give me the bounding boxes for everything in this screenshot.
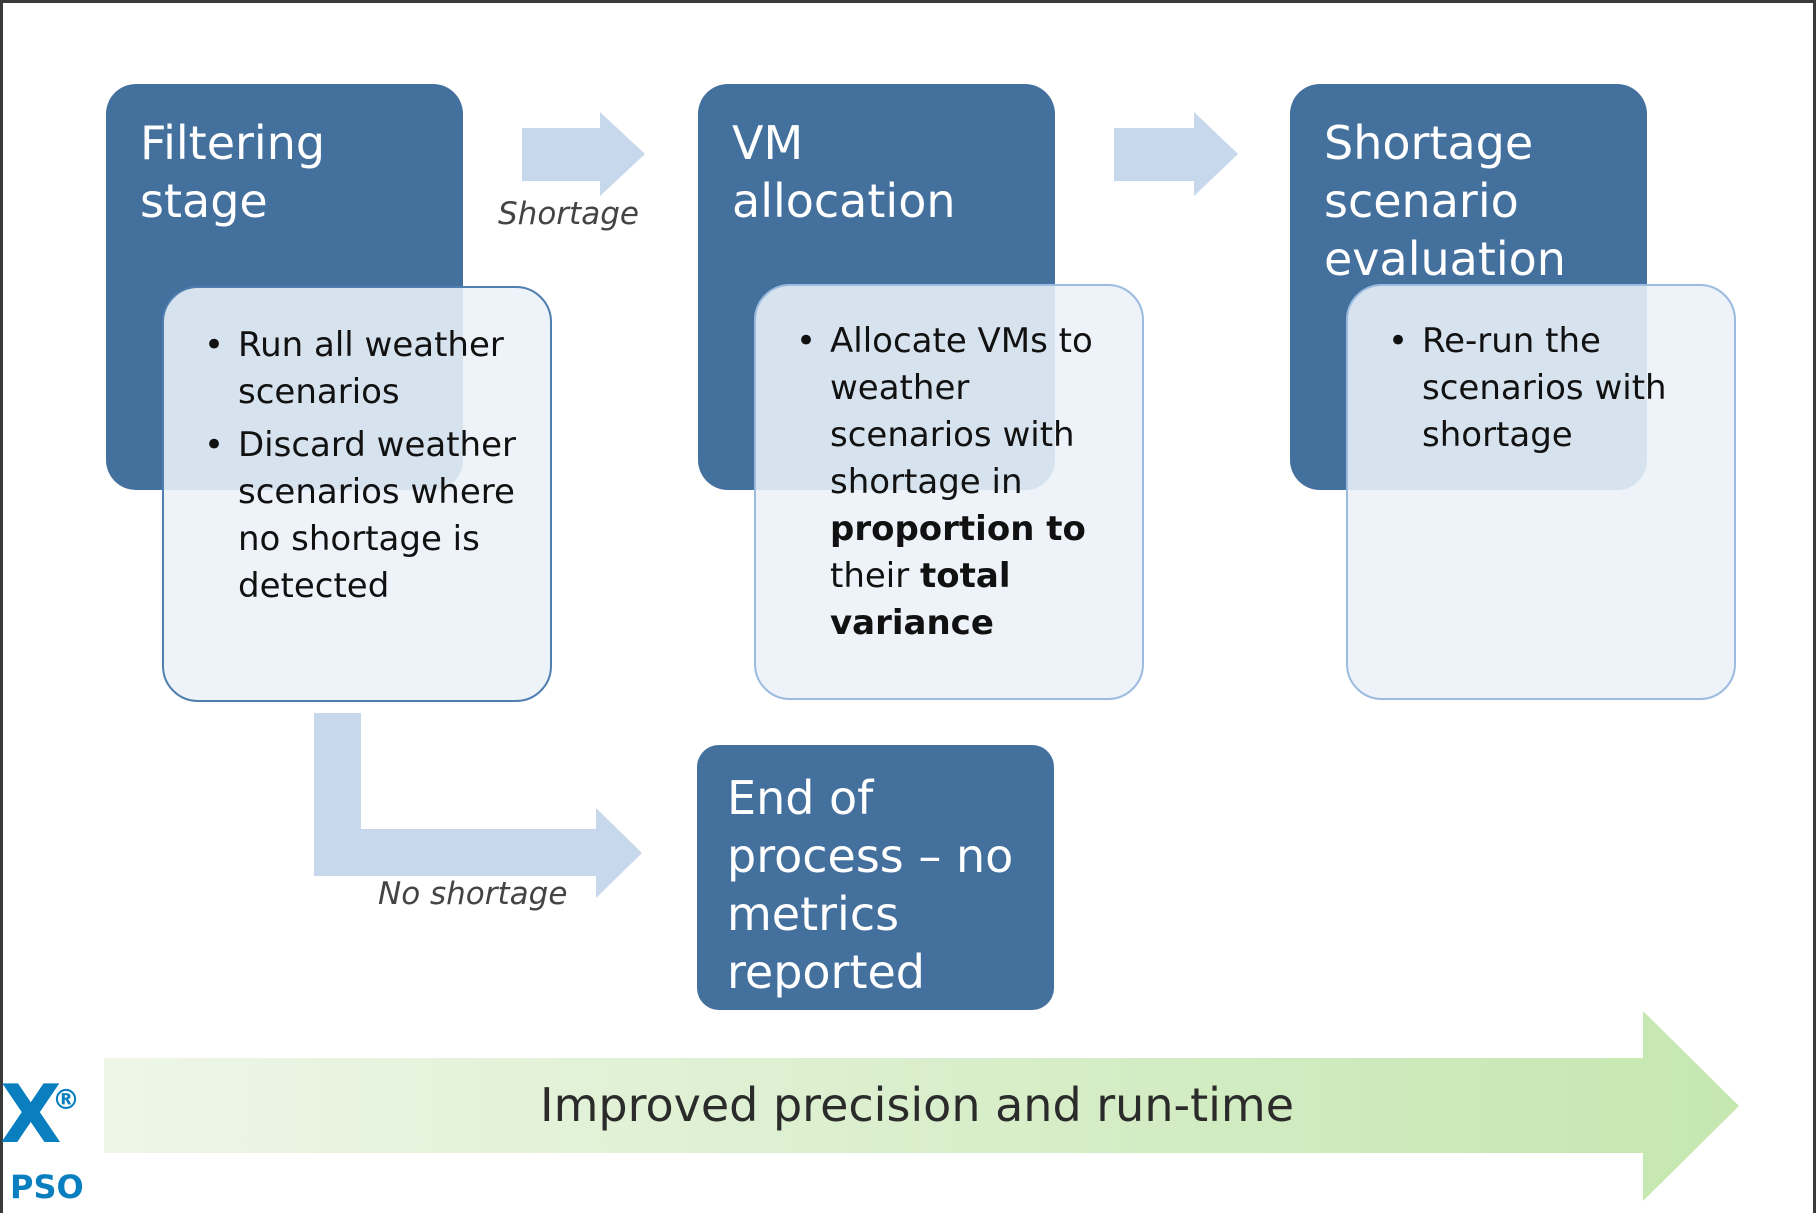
logo-subtext: PSO: [10, 1168, 84, 1206]
stage-title: Shortage scenario evaluation: [1324, 116, 1566, 286]
bullet-item: Discard weather scenarios where no short…: [204, 422, 530, 610]
bullet-list: Allocate VMs to weather scenarios with s…: [796, 318, 1122, 647]
progress-arrow-label: Improved precision and run-time: [540, 1078, 1295, 1132]
label-no-shortage: No shortage: [378, 876, 568, 912]
arrow-filter-to-vm: [522, 112, 645, 196]
bullet-text-bold: proportion to: [830, 509, 1086, 549]
label-shortage: Shortage: [498, 196, 639, 232]
logo-registered: ®: [52, 1083, 80, 1116]
end-of-process-box: End of process – no metrics reported: [697, 745, 1054, 1010]
bullet-item: Run all weather scenarios: [204, 322, 530, 416]
stage-title: Filtering stage: [140, 116, 326, 228]
bullet-text: their: [830, 556, 921, 596]
progress-arrow: [104, 1011, 1739, 1201]
detail-shortage-evaluation: Re-run the scenarios with shortage: [1346, 284, 1736, 700]
bullet-item: Allocate VMs to weather scenarios with s…: [796, 318, 1122, 647]
bullet-text: Discard weather scenarios where no short…: [238, 425, 516, 606]
arrow-filter-to-end: [314, 713, 642, 898]
bullet-text-bold: total variance: [830, 556, 1011, 643]
bullet-text: Allocate VMs to weather scenarios with s…: [830, 321, 1093, 502]
bullet-text: Run all weather scenarios: [238, 325, 504, 412]
stage-title: VM allocation: [732, 116, 956, 228]
bullet-text: Re-run the scenarios with shortage: [1422, 321, 1667, 455]
detail-filtering: Run all weather scenariosDiscard weather…: [162, 286, 552, 702]
detail-vm-allocation: Allocate VMs to weather scenarios with s…: [754, 284, 1144, 700]
arrow-vm-to-shortage: [1114, 112, 1238, 196]
bullet-list: Run all weather scenariosDiscard weather…: [204, 322, 530, 610]
bullet-item: Re-run the scenarios with shortage: [1388, 318, 1714, 459]
logo-mark: X: [0, 1068, 62, 1161]
bullet-list: Re-run the scenarios with shortage: [1388, 318, 1714, 459]
